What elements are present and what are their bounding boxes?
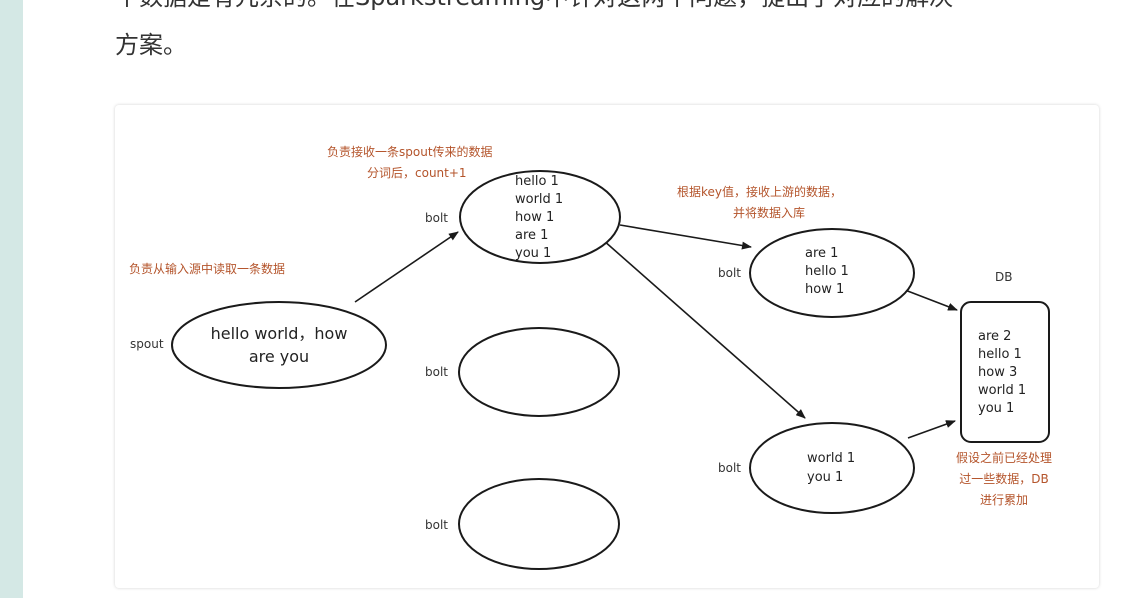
db-note: 假设之前已经处理	[956, 450, 1052, 465]
db-row: are 2	[978, 329, 1011, 344]
bolt-count-note: 根据key值，接收上游的数据，	[677, 184, 842, 199]
arrow-bolt-to-bolt-b	[602, 239, 806, 419]
paragraph-line: 方案。	[115, 31, 187, 59]
db-node	[960, 301, 1050, 443]
storm-wordcount-diagram: 负责从输入源中读取一条数据 spout hello world，how are …	[129, 144, 1052, 570]
bolt-count-a-row: how 1	[805, 282, 844, 297]
spout-text: hello world，how	[211, 324, 348, 343]
bolt-split-row: are 1	[515, 228, 548, 243]
spout-text: are you	[249, 347, 309, 366]
db-row: hello 1	[978, 347, 1022, 362]
bolt-split-label: bolt	[425, 211, 448, 225]
bolt-count-b-row: world 1	[807, 451, 855, 466]
bolt-split-row: hello 1	[515, 174, 559, 189]
db-label: DB	[995, 270, 1012, 284]
left-rail	[0, 0, 23, 598]
arrow-bolt-a-to-db	[904, 289, 958, 311]
arrow-bolt-b-to-db	[907, 420, 956, 439]
bolt-count-a-row: hello 1	[805, 264, 849, 279]
bolt-count-b-node	[749, 422, 915, 514]
bolt-count-b-label: bolt	[718, 461, 741, 475]
bolt-count-a-node	[749, 228, 915, 318]
bolt-split-note: 分词后，count+1	[367, 166, 467, 180]
bolt-split-note: 负责接收一条spout传来的数据	[327, 144, 493, 159]
spout-label: spout	[130, 337, 164, 351]
bolt-empty-node	[458, 478, 620, 570]
paragraph-line: 个数据是有冗余的。在Sparkstreaming中针对这两个问题，提出了对应的解…	[115, 0, 953, 14]
bolt-count-a-row: are 1	[805, 246, 838, 261]
bolt-split-row: how 1	[515, 210, 554, 225]
bolt-empty-label: bolt	[425, 365, 448, 379]
db-note: 进行累加	[980, 493, 1028, 507]
arrow-spout-to-bolt	[354, 231, 459, 303]
bolt-split-node	[459, 170, 621, 264]
diagram-figure: 负责从输入源中读取一条数据 spout hello world，how are …	[115, 105, 1099, 588]
bolt-split-row: you 1	[515, 246, 551, 261]
arrow-bolt-to-bolt-a	[619, 224, 752, 250]
spout-note: 负责从输入源中读取一条数据	[129, 261, 285, 276]
db-row: you 1	[978, 401, 1014, 416]
spout-node	[171, 301, 387, 389]
db-row: how 3	[978, 365, 1017, 380]
bolt-count-b-row: you 1	[807, 470, 843, 485]
bolt-empty-label: bolt	[425, 518, 448, 532]
bolt-count-a-label: bolt	[718, 266, 741, 280]
db-note: 过一些数据，DB	[959, 471, 1048, 486]
bolt-empty-node	[458, 327, 620, 417]
db-row: world 1	[978, 383, 1026, 398]
bolt-count-note: 并将数据入库	[733, 205, 805, 220]
bolt-split-row: world 1	[515, 192, 563, 207]
